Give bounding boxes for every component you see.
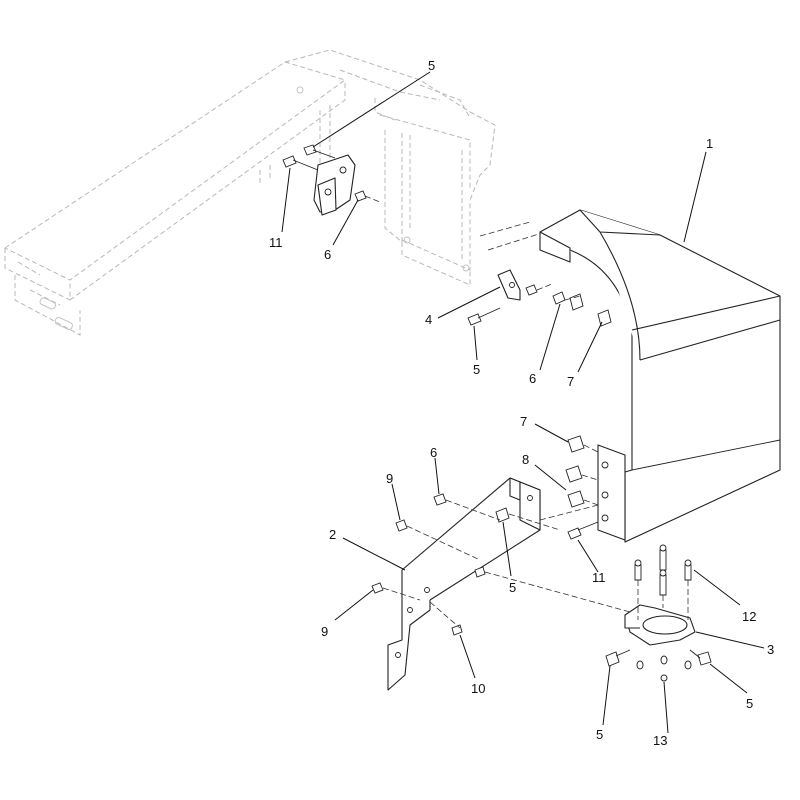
callout-5: 5 (473, 362, 480, 377)
callout-7: 7 (567, 374, 574, 389)
housing-top-hardware (467, 269, 612, 327)
callout-10: 10 (471, 681, 485, 696)
callout-6: 6 (324, 247, 331, 262)
callout-3: 3 (767, 642, 774, 657)
callout-5: 5 (428, 58, 435, 73)
callout-13: 13 (653, 733, 667, 748)
callout-9: 9 (386, 471, 393, 486)
ghost-frame (3, 49, 496, 336)
callout-6: 6 (529, 371, 536, 386)
callout-11: 11 (269, 235, 283, 250)
callout-6: 6 (430, 445, 437, 460)
housing-part-1 (539, 209, 781, 543)
callout-8: 8 (522, 452, 529, 467)
callout-labels: 5 11 6 1 4 5 6 7 7 6 8 9 2 5 11 9 12 3 1… (269, 58, 774, 748)
callout-7: 7 (520, 414, 527, 429)
bracket-part-2 (371, 477, 631, 691)
callout-11: 11 (592, 570, 606, 585)
callout-2: 2 (329, 527, 336, 542)
callout-4: 4 (425, 312, 432, 327)
mount-part-3 (605, 544, 712, 682)
callout-5: 5 (509, 580, 516, 595)
callout-1: 1 (706, 136, 713, 151)
upper-bracket-assembly (282, 144, 546, 251)
callout-9: 9 (321, 624, 328, 639)
leader-lines (281, 71, 765, 734)
callout-5: 5 (596, 727, 603, 742)
callout-12: 12 (742, 609, 756, 624)
housing-lower-hardware (565, 435, 599, 540)
callout-5: 5 (746, 696, 753, 711)
